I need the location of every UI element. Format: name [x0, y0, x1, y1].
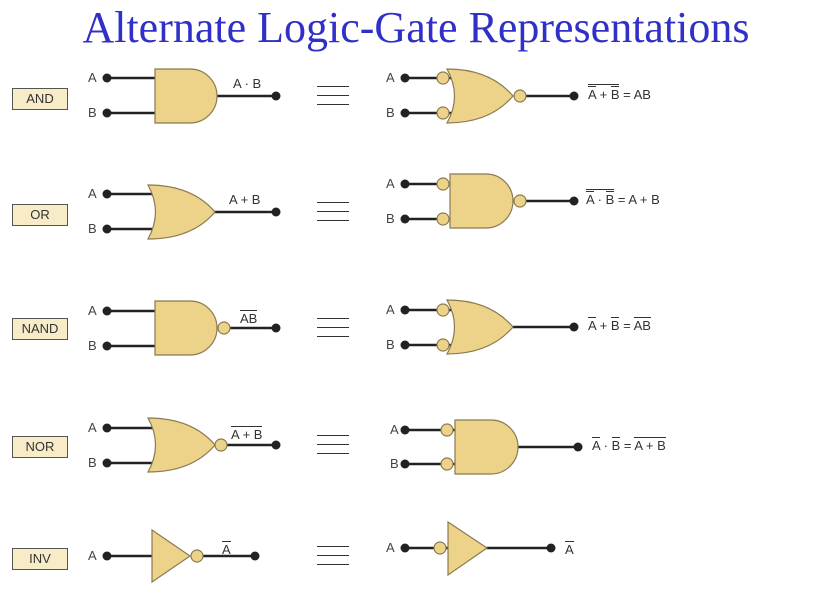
inverter-left: [102, 528, 260, 584]
nor-gate-left: [102, 417, 281, 473]
nand-equiv-expr: A + B = AB: [588, 317, 651, 333]
equivalence-symbol: [317, 202, 349, 222]
pin-b: B: [88, 455, 97, 470]
pin-a: A: [386, 540, 395, 555]
inverter-input-bubble-right: [400, 520, 556, 577]
or-gate-left: [102, 184, 281, 240]
nor-equiv-expr: A · B = A + B: [592, 437, 666, 453]
equivalence-symbol: [317, 86, 349, 106]
pin-b: B: [386, 337, 395, 352]
or-gate-input-bubbles-right: [400, 299, 579, 355]
row-label-and: AND: [12, 88, 68, 110]
equivalence-symbol: [317, 318, 349, 338]
and-equiv-expr: A + B = AB: [588, 84, 651, 102]
or-output-expr: A + B: [229, 192, 261, 207]
nand-gate-left: [102, 300, 281, 356]
pin-a: A: [88, 186, 97, 201]
equivalence-symbol: [317, 546, 349, 566]
inv-output-expr: A: [222, 541, 231, 557]
pin-a: A: [386, 302, 395, 317]
row-label-nand: NAND: [12, 318, 68, 340]
pin-a: A: [88, 303, 97, 318]
row-label-or: OR: [12, 204, 68, 226]
and-gate-bubbled-right: [400, 173, 579, 229]
pin-a: A: [88, 548, 97, 563]
nand-output-expr: AB: [240, 310, 258, 326]
row-label-inv: INV: [12, 548, 68, 570]
row-label-nor: NOR: [12, 436, 68, 458]
pin-a: A: [386, 70, 395, 85]
pin-b: B: [386, 211, 395, 226]
or-equiv-expr: A · B = A + B: [586, 189, 660, 207]
pin-a: A: [88, 70, 97, 85]
page-title: Alternate Logic-Gate Representations: [82, 3, 750, 52]
pin-b: B: [88, 105, 97, 120]
pin-a: A: [390, 422, 399, 437]
and-output-expr: A · B: [233, 76, 262, 91]
equivalence-symbol: [317, 435, 349, 455]
pin-a: A: [88, 420, 97, 435]
pin-b: B: [390, 456, 399, 471]
nor-output-expr: A + B: [231, 426, 263, 442]
pin-b: B: [88, 221, 97, 236]
and-gate-input-bubbles-right: [400, 419, 583, 475]
pin-b: B: [386, 105, 395, 120]
inv-equiv-expr: A: [565, 541, 574, 557]
pin-b: B: [88, 338, 97, 353]
or-gate-bubbled-right: [400, 68, 579, 124]
pin-a: A: [386, 176, 395, 191]
and-gate-left: [102, 68, 281, 124]
